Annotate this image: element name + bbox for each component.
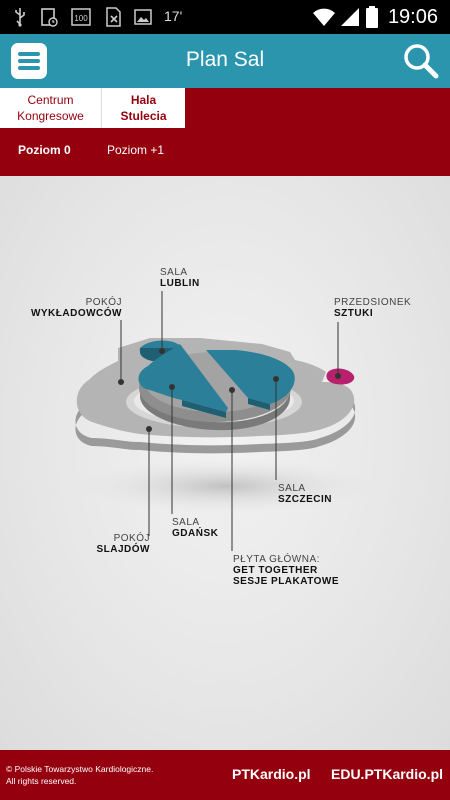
platform-edge	[140, 388, 290, 431]
label-top: POKÓJ	[113, 533, 150, 544]
footer: © Polskie Towarzystwo Kardiologiczne. Al…	[0, 750, 450, 800]
tab-label-line2: Stulecia	[120, 109, 167, 123]
tab-label-line2: Kongresowe	[17, 109, 84, 123]
battery-full-icon: 100	[70, 7, 92, 27]
label-top: SALA	[172, 517, 200, 528]
label-bottom-2: SESJE PLAKATOWE	[233, 576, 340, 587]
image-icon	[134, 7, 152, 27]
label-bottom: SZTUKI	[334, 308, 374, 319]
copyright-line-2: All rights reserved.	[6, 776, 77, 786]
clock: 19:06	[387, 6, 438, 28]
tab-hala-stulecia[interactable]: Hala Stulecia	[101, 88, 185, 128]
leader-lines	[120, 291, 339, 551]
temperature-text: 17'	[164, 8, 183, 24]
label-bottom: SZCZECIN	[278, 494, 332, 505]
status-bar: 100 17' 19:06	[0, 0, 450, 34]
label-bottom: GDAŃSK	[172, 528, 219, 539]
label-top: PRZEDSIONEK	[334, 297, 412, 308]
sim-off-icon	[104, 7, 122, 27]
label-bottom-1: GET TOGETHER	[233, 565, 318, 576]
level-poziom-0[interactable]: Poziom 0	[18, 143, 71, 157]
wifi-icon	[312, 7, 336, 27]
tab-label-line1: Hala	[130, 93, 157, 107]
label-sala-szczecin[interactable]: SALA SZCZECIN	[278, 483, 332, 505]
level-selector: Poziom 0 Poziom +1	[0, 128, 450, 176]
battery-badge: 100	[74, 14, 88, 23]
venue-tabs: Centrum Kongresowe Hala Stulecia	[0, 88, 450, 128]
label-sala-gdansk[interactable]: SALA GDAŃSK	[172, 517, 218, 539]
page-title: Plan Sal	[185, 48, 265, 71]
search-icon[interactable]	[402, 42, 440, 80]
label-sala-lublin[interactable]: SALA LUBLIN	[160, 267, 200, 289]
label-przedsionek-sztuki[interactable]: PRZEDSIONEK SZTUKI	[334, 297, 411, 319]
label-top: SALA	[278, 483, 306, 494]
floor-plan-drawing	[75, 291, 375, 551]
copyright: © Polskie Towarzystwo Kardiologiczne. Al…	[6, 763, 153, 787]
label-top: PŁYTA GŁÓWNA:	[233, 554, 320, 565]
label-top: POKÓJ	[85, 297, 122, 308]
signal-icon	[340, 7, 360, 27]
label-pokoj-slajdow[interactable]: POKÓJ SLAJDÓW	[92, 533, 150, 555]
floor-plan-map[interactable]: SALA LUBLIN POKÓJ WYKŁADOWCÓW PRZEDSIONE…	[0, 176, 450, 750]
edu-ptkardio-link[interactable]: EDU.PTKardio.pl	[331, 766, 444, 782]
app-bar: Plan Sal	[0, 34, 450, 88]
label-plyta-glowna[interactable]: PŁYTA GŁÓWNA: GET TOGETHER SESJE PLAKATO…	[233, 554, 339, 587]
label-bottom: LUBLIN	[160, 278, 200, 289]
hamburger-menu-icon[interactable]	[11, 43, 47, 79]
sala-gdansk-area[interactable]	[138, 344, 228, 412]
tab-label-line1: Centrum	[27, 93, 74, 107]
sala-szczecin-edge	[248, 398, 270, 410]
label-pokoj-wykladowcow[interactable]: POKÓJ WYKŁADOWCÓW	[20, 297, 122, 319]
label-bottom: WYKŁADOWCÓW	[30, 308, 122, 319]
ground-shadow	[75, 458, 375, 514]
copyright-line-1: © Polskie Towarzystwo Kardiologiczne.	[6, 764, 154, 774]
level-poziom-1[interactable]: Poziom +1	[107, 143, 165, 157]
ptkardio-link[interactable]: PTKardio.pl	[232, 766, 311, 782]
sala-szczecin-area[interactable]	[206, 350, 295, 404]
battery-icon	[365, 6, 379, 28]
label-top: SALA	[160, 267, 188, 278]
label-bottom: SLAJDÓW	[96, 544, 150, 555]
usb-icon	[12, 7, 28, 27]
clipboard-icon	[40, 7, 58, 27]
tab-centrum-kongresowe[interactable]: Centrum Kongresowe	[0, 88, 101, 128]
sala-gdansk-edge	[182, 400, 226, 418]
